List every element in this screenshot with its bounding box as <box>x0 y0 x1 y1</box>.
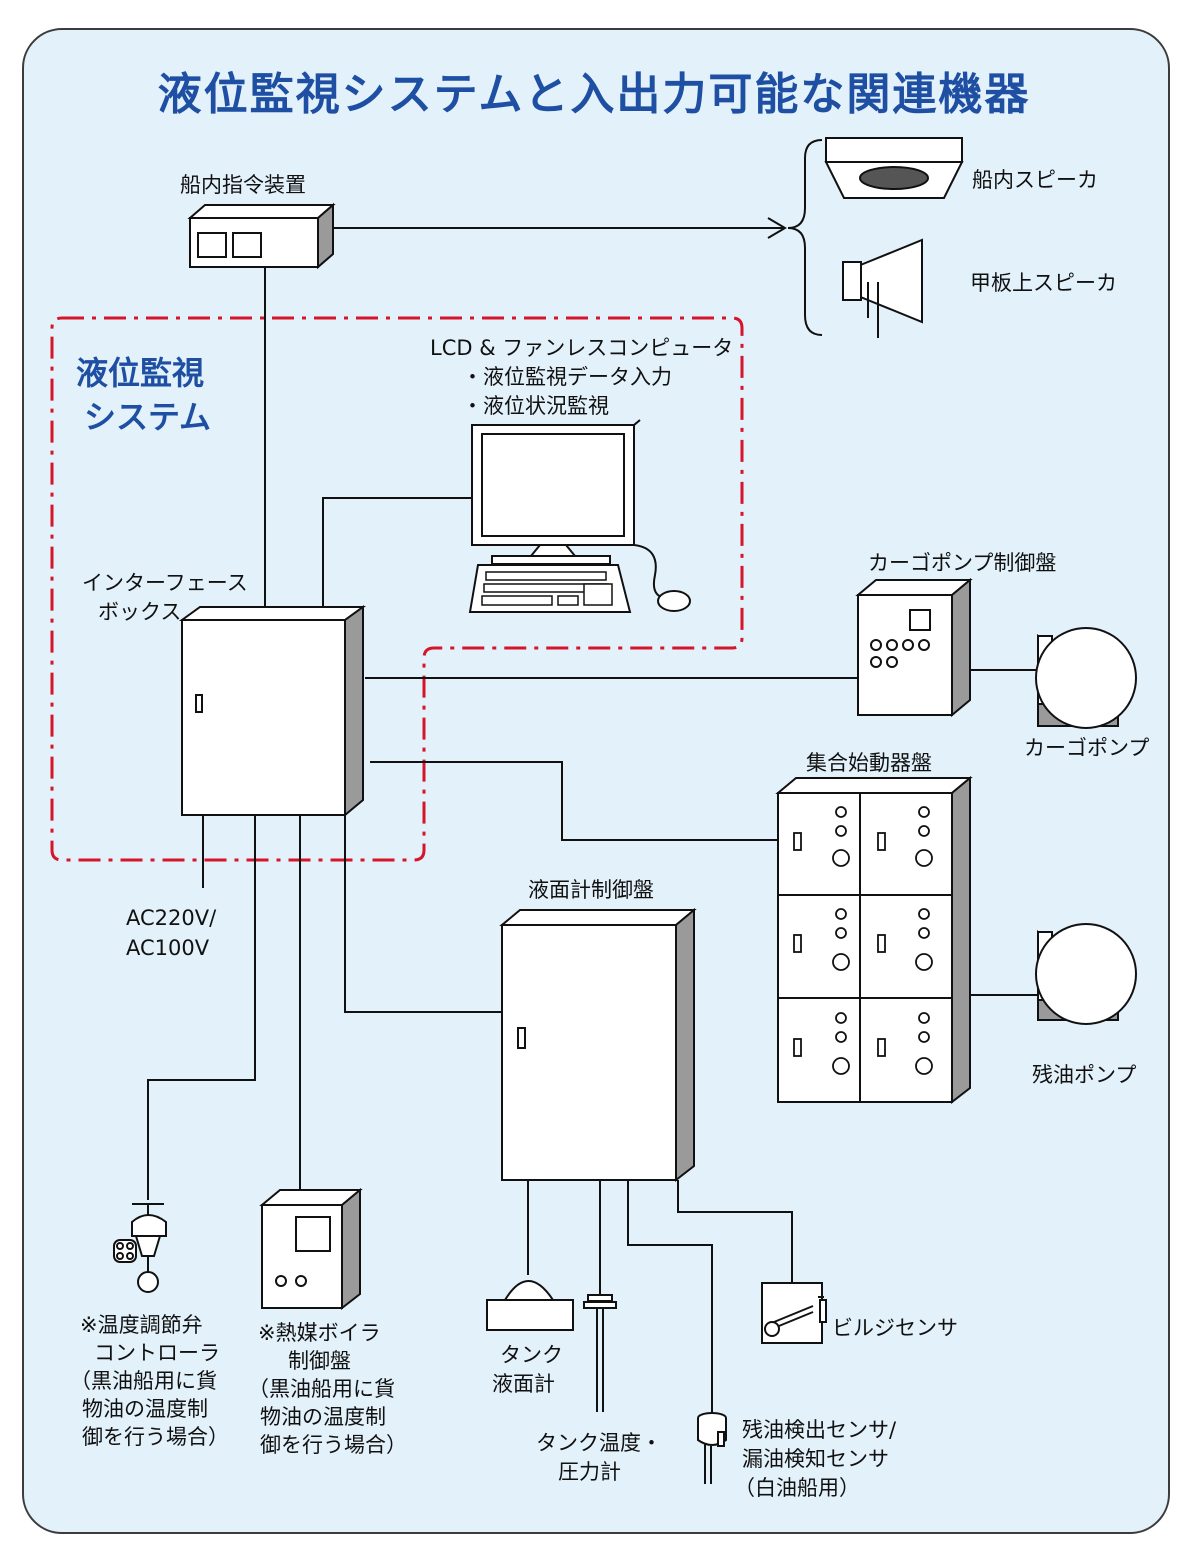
interface-box-label-line2: ボックス <box>98 600 182 624</box>
tank-level-label-line2: 液面計 <box>492 1372 555 1396</box>
deck-speaker-device <box>842 238 923 338</box>
computer-func2-label: ・液位状況監視 <box>462 394 609 418</box>
level-gauge-panel-device <box>499 907 697 1183</box>
boiler-panel-device <box>259 1187 363 1311</box>
system-label-line2: システム <box>84 398 212 436</box>
residual-pump-label: 残油ポンプ <box>1032 1063 1137 1087</box>
speaker-bracket <box>787 139 823 336</box>
temp-valve-label-line2: コントローラ <box>94 1341 220 1365</box>
page-title: 液位監視システムと入出力可能な関連機器 <box>157 69 1031 120</box>
boiler-panel-label-line2: 制御盤 <box>288 1349 351 1373</box>
bilge-sensor-label: ビルジセンサ <box>832 1316 958 1340</box>
temp-valve-label-line4: 物油の温度制 <box>82 1397 208 1421</box>
temp-valve-label-line5: 御を行う場合） <box>82 1425 229 1449</box>
system-label-line1: 液位監視 <box>76 354 205 392</box>
boiler-panel-label-line3: （黒油船用に貨 <box>248 1377 395 1401</box>
computer-device <box>468 419 691 613</box>
bilge-sensor-device <box>761 1282 827 1344</box>
connection-lines <box>147 217 1038 1415</box>
power-label-line1: AC220V/ <box>126 906 217 930</box>
speaker-inner-label: 船内スピーカ <box>972 168 1098 192</box>
interface-box-device <box>178 605 367 818</box>
tank-level-gauge-device <box>486 1280 574 1331</box>
interface-box-label-line1: インターフェース <box>82 571 248 595</box>
level-gauge-panel-label: 液面計制御盤 <box>528 878 654 902</box>
command-unit-label: 船内指令装置 <box>180 173 306 197</box>
computer-label: LCD & ファンレスコンピュータ <box>430 336 734 360</box>
starter-panel-device <box>775 775 973 1105</box>
cargo-pump-panel-device <box>855 577 973 718</box>
cargo-pump-panel-label: カーゴポンプ制御盤 <box>868 551 1057 575</box>
tank-temp-label-line2: 圧力計 <box>558 1460 621 1484</box>
boiler-panel-label-line4: 物油の温度制 <box>260 1405 386 1429</box>
temp-valve-device <box>113 1203 167 1293</box>
command-unit-device <box>187 202 336 270</box>
cargo-pump-device <box>1035 627 1137 729</box>
power-label-line2: AC100V <box>126 936 210 960</box>
tank-temp-gauge-device <box>583 1294 617 1412</box>
residual-pump-device <box>1035 923 1137 1025</box>
temp-valve-label-line3: （黒油船用に貨 <box>70 1369 217 1393</box>
boiler-panel-label-line5: 御を行う場合） <box>260 1433 407 1457</box>
residual-sensor-device <box>697 1412 727 1484</box>
tank-temp-label-line1: タンク温度・ <box>536 1431 662 1455</box>
boiler-panel-label-line1: ※熱媒ボイラ <box>258 1321 381 1345</box>
residual-sensor-label-line2: 漏油検知センサ <box>742 1447 889 1471</box>
cargo-pump-label: カーゴポンプ <box>1024 736 1150 760</box>
starter-panel-label: 集合始動器盤 <box>806 751 932 775</box>
residual-sensor-label-line1: 残油検出センサ/ <box>742 1418 897 1442</box>
ceiling-speaker-device <box>824 137 964 199</box>
temp-valve-label-line1: ※温度調節弁 <box>80 1313 203 1337</box>
residual-sensor-label-line3: （白油船用） <box>734 1476 860 1500</box>
speaker-deck-label: 甲板上スピーカ <box>970 271 1117 295</box>
system-boundary <box>50 316 744 862</box>
computer-func1-label: ・液位監視データ入力 <box>462 365 672 389</box>
tank-level-label-line1: タンク <box>500 1343 563 1367</box>
